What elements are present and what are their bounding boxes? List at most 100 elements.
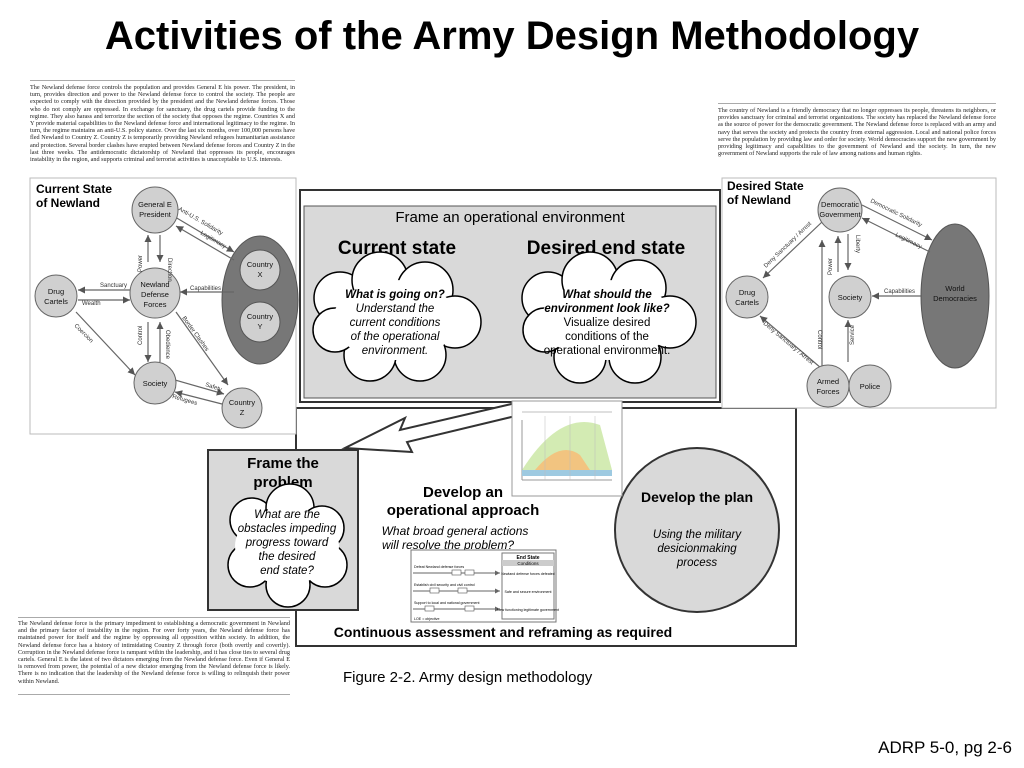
edge-label: Control xyxy=(138,326,144,345)
plan-line: desicionmaking xyxy=(657,543,737,555)
node-label: Drug xyxy=(739,288,755,297)
problem-statement-text: The Newland defense force is the primary… xyxy=(18,620,290,685)
node-society xyxy=(133,361,177,405)
develop-plan-circle xyxy=(614,447,780,613)
node-democratic-government xyxy=(817,187,863,233)
plan-label: Develop the plan xyxy=(641,489,753,505)
node-drug-cartels xyxy=(34,274,78,318)
node-label: Society xyxy=(838,293,863,302)
frame-env-label: Frame an operational environment xyxy=(395,209,625,226)
node-label: Country xyxy=(247,260,274,269)
cloud1-line: of the operational xyxy=(351,331,440,343)
node-country-x xyxy=(239,249,281,291)
condition-cell: New functioning legitimate government xyxy=(497,608,559,612)
node-label: Cartels xyxy=(735,298,759,307)
node-label: Armed xyxy=(817,377,839,386)
condition-cell: Safe and secure environment xyxy=(505,590,552,594)
cloud2-line: Visualize desired xyxy=(564,317,651,329)
node-label: Democracies xyxy=(933,294,977,303)
approach-question: will resolve the problem? xyxy=(382,538,514,552)
edge-label: Liberty xyxy=(854,235,860,253)
desired-state-title: Desired State xyxy=(727,179,804,193)
node-label: Country xyxy=(247,312,274,321)
cloud1-question: What is going on? xyxy=(345,289,445,301)
node-country-z xyxy=(221,387,263,429)
desired-end-state-label: Desired end state xyxy=(527,238,685,259)
fp-cloud-line: the desired xyxy=(259,551,317,563)
node-president xyxy=(131,186,179,234)
fp-cloud-line: end state? xyxy=(260,565,314,577)
node-country-y xyxy=(239,301,281,343)
node-label: General E xyxy=(138,200,172,209)
fp-cloud-line: progress toward xyxy=(245,537,329,549)
slide-title: Activities of the Army Design Methodolog… xyxy=(104,14,920,58)
approach-label: Develop an xyxy=(423,484,503,501)
node-label: Democratic xyxy=(821,200,859,209)
edge-label: Capabilities xyxy=(884,289,915,295)
node-label: Forces xyxy=(144,300,167,309)
node-label: Government xyxy=(819,210,861,219)
node-label: Forces xyxy=(817,387,840,396)
current-state-text: The Newland defense force controls the p… xyxy=(30,84,295,164)
node-label: Country xyxy=(229,398,256,407)
edge-label: Wealth xyxy=(82,301,101,307)
node-police xyxy=(848,364,892,408)
desired-state-text: The country of Newland is a friendly dem… xyxy=(718,107,996,158)
node-label: X xyxy=(257,270,262,279)
divider xyxy=(718,103,996,104)
edge-label: Sanctuary xyxy=(100,283,127,289)
conditions-header: Conditions xyxy=(517,561,539,566)
loe-line: Defeat Newland defense forces xyxy=(414,565,464,569)
desired-state-title: of Newland xyxy=(727,193,791,207)
continuous-assessment-label: Continuous assessment and reframing as r… xyxy=(334,624,672,640)
approach-question: What broad general actions xyxy=(382,524,529,538)
node-label: President xyxy=(139,210,172,219)
source-reference: ADRP 5-0, pg 2-6 xyxy=(878,738,1012,757)
edge-label: Safety xyxy=(204,382,222,393)
node-label: Cartels xyxy=(44,297,68,306)
fp-cloud-line: obstacles impeding xyxy=(238,523,337,535)
figure-caption: Figure 2-2. Army design methodology xyxy=(343,669,593,686)
current-state-cloud xyxy=(312,251,482,382)
cloud2-line: operational environment. xyxy=(544,345,671,357)
node-label: Z xyxy=(240,408,245,417)
node-label: World xyxy=(945,284,964,293)
cloud1-line: current conditions xyxy=(350,317,441,329)
node-label: Y xyxy=(257,322,262,331)
divider xyxy=(18,694,290,695)
edge-label: Power xyxy=(138,255,144,272)
node-label: Drug xyxy=(48,287,64,296)
current-state-label: Current state xyxy=(338,238,456,259)
edge-label: Capabilities xyxy=(190,286,221,292)
node-drug-cartels xyxy=(725,275,769,319)
cloud2-question: environment look like? xyxy=(544,303,669,315)
divider xyxy=(30,80,295,81)
current-state-title: of Newland xyxy=(36,196,100,210)
edge-label: Service xyxy=(850,324,856,345)
flow-arrow-icon xyxy=(341,400,530,454)
node-label: Defense xyxy=(141,290,169,299)
current-state-title: Current State xyxy=(36,182,112,196)
divider xyxy=(18,617,290,618)
cloud2-question: What should the xyxy=(562,289,652,301)
edge-label: Obedience xyxy=(164,330,170,360)
end-state-header: End State xyxy=(516,555,539,561)
plan-line: process xyxy=(676,557,718,569)
fp-cloud-line: What are the xyxy=(254,509,320,521)
cloud1-line: environment. xyxy=(362,345,428,357)
node-label: Society xyxy=(143,379,168,388)
node-label: Newland xyxy=(140,280,169,289)
cloud2-line: conditions of the xyxy=(565,331,649,343)
cloud1-line: Understand the xyxy=(356,303,435,315)
frame-problem-cloud xyxy=(227,483,348,608)
loe-line: Establish civil security and civil contr… xyxy=(414,583,475,587)
edge-label: Control xyxy=(816,330,822,349)
node-armed-forces xyxy=(806,364,850,408)
desired-state-cloud xyxy=(521,251,697,384)
edge-label: Power xyxy=(828,258,834,275)
loe-line: Support to local and national government xyxy=(414,601,480,605)
table-legend: LOE = objective xyxy=(414,617,439,621)
node-label: Police xyxy=(860,382,880,391)
approach-table xyxy=(410,549,557,623)
